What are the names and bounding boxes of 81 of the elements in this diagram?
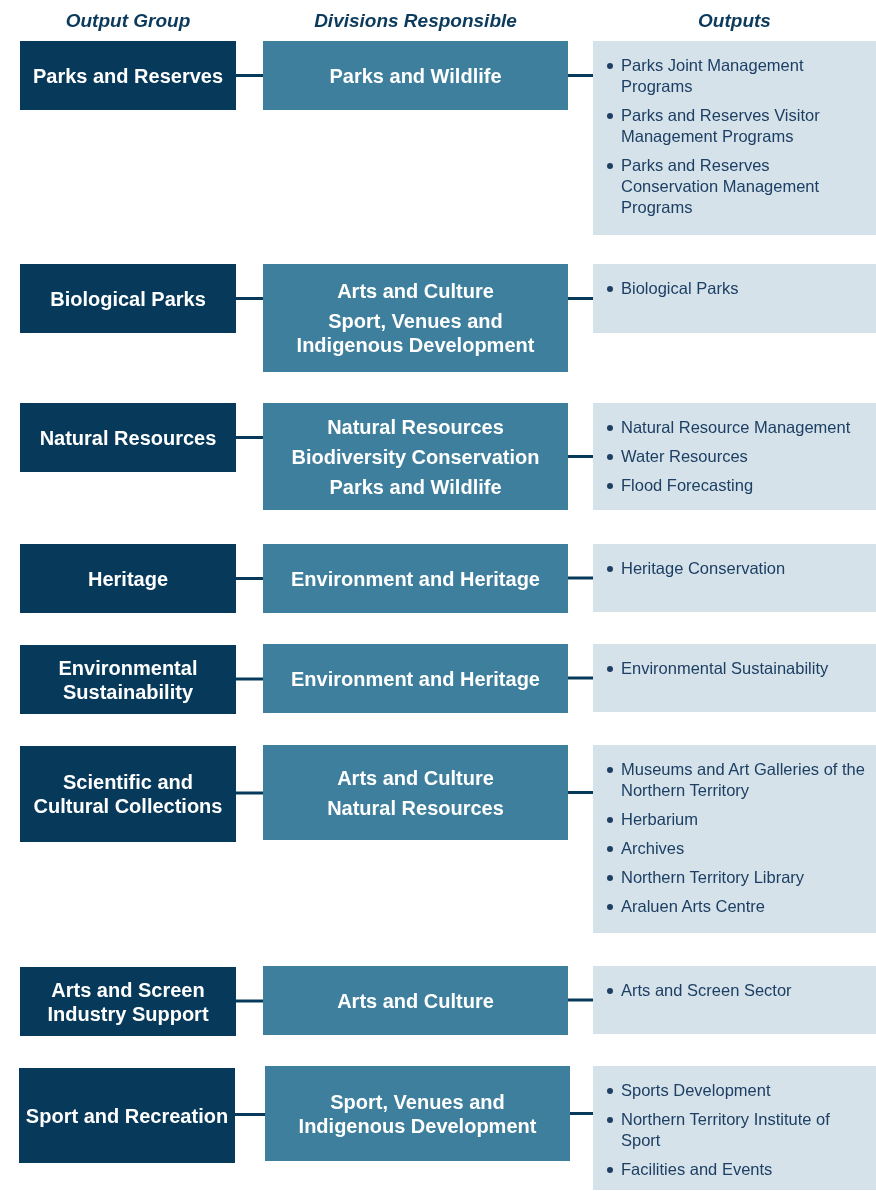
output-item: Museums and Art Galleries of the Northern Territory bbox=[621, 760, 865, 799]
division-name: Sport, Venues and Indigenous Development bbox=[297, 1089, 538, 1138]
connector-line bbox=[568, 998, 593, 1002]
outputs-panel bbox=[593, 644, 876, 712]
division-name: Parks and Wildlife bbox=[329, 474, 502, 499]
output-item: Parks and Reserves Visitor Management Programs bbox=[621, 106, 820, 145]
connector-line bbox=[235, 1113, 265, 1116]
connector-line bbox=[236, 297, 263, 300]
division-name: Environment and Heritage bbox=[291, 566, 540, 591]
output-item: Sports Development bbox=[621, 1081, 771, 1099]
connector-line bbox=[236, 791, 263, 795]
output-group-name: Biological Parks bbox=[50, 286, 206, 311]
output-item: Natural Resource Management bbox=[621, 418, 851, 436]
output-group-name: Sport and Recreation bbox=[25, 1103, 229, 1128]
division-name: Sport, Venues and Indigenous Development bbox=[295, 309, 536, 357]
output-group-name: Scientific and Cultural Collections bbox=[32, 770, 224, 818]
output-item: Herbarium bbox=[621, 810, 699, 828]
output-group-box bbox=[20, 645, 236, 714]
output-group-box bbox=[20, 41, 236, 110]
connector-line bbox=[236, 999, 263, 1003]
connector-line bbox=[568, 297, 593, 300]
outputs-panel bbox=[593, 264, 876, 333]
connector-line bbox=[236, 436, 263, 439]
output-group-box bbox=[20, 746, 236, 842]
connector-line bbox=[568, 576, 593, 580]
division-box bbox=[265, 1066, 570, 1161]
output-group-box bbox=[19, 1068, 235, 1163]
division-name: Arts and Culture bbox=[337, 988, 494, 1013]
output-item: Northern Territory Institute of Sport bbox=[621, 1110, 830, 1149]
division-name: Natural Resources bbox=[327, 414, 504, 439]
output-group-box bbox=[20, 967, 236, 1036]
outputs-panel bbox=[593, 41, 876, 235]
division-box bbox=[263, 403, 568, 510]
division-box bbox=[263, 644, 568, 713]
division-name: Environment and Heritage bbox=[291, 666, 540, 691]
output-group-box bbox=[20, 403, 236, 472]
division-name: Natural Resources bbox=[327, 795, 504, 820]
output-group-name: Natural Resources bbox=[39, 425, 217, 450]
output-item: Flood Forecasting bbox=[621, 476, 754, 494]
division-name: Arts and Culture bbox=[337, 765, 494, 790]
division-box bbox=[263, 41, 568, 110]
connector-line bbox=[568, 791, 593, 794]
division-box bbox=[263, 966, 568, 1035]
division-name: Arts and Culture bbox=[337, 279, 494, 303]
output-group-box bbox=[20, 544, 236, 613]
output-item: Archives bbox=[621, 839, 685, 857]
connector-line bbox=[568, 74, 593, 77]
connector-line bbox=[568, 455, 593, 458]
column-header: Output Group bbox=[64, 10, 192, 32]
column-header: Outputs bbox=[697, 10, 772, 32]
output-group-name: Heritage bbox=[88, 566, 168, 591]
output-group-box bbox=[20, 264, 236, 333]
connector-line bbox=[236, 74, 263, 77]
output-item: Arts and Screen Sector bbox=[621, 981, 792, 999]
output-item: Heritage Conservation bbox=[621, 559, 786, 577]
output-item: Parks Joint Management Programs bbox=[621, 56, 804, 95]
connector-line bbox=[570, 1112, 593, 1115]
connector-line bbox=[236, 677, 263, 681]
output-item: Araluen Arts Centre bbox=[621, 897, 765, 915]
division-box bbox=[263, 264, 568, 372]
output-item: Biological Parks bbox=[621, 279, 739, 297]
output-item: Environmental Sustainability bbox=[621, 659, 829, 677]
outputs-panel bbox=[593, 745, 876, 933]
output-item: Parks and Reserves Conservation Management Programs bbox=[621, 156, 820, 216]
division-box bbox=[263, 544, 568, 613]
outputs-panel bbox=[593, 1066, 876, 1190]
division-name: Biodiversity Conservation bbox=[291, 444, 540, 469]
division-name: Parks and Wildlife bbox=[329, 63, 502, 88]
output-group-name: Environmental Sustainability bbox=[57, 655, 199, 704]
output-item: Facilities and Events bbox=[621, 1160, 773, 1178]
connector-line bbox=[568, 676, 593, 680]
output-group-name: Parks and Reserves bbox=[32, 63, 224, 88]
division-box bbox=[263, 745, 568, 840]
column-header: Divisions Responsible bbox=[313, 10, 518, 32]
output-item: Northern Territory Library bbox=[621, 868, 805, 886]
output-group-name: Arts and Screen Industry Support bbox=[46, 977, 210, 1026]
connector-line bbox=[236, 577, 263, 580]
output-item: Water Resources bbox=[621, 447, 748, 465]
outputs-panel bbox=[593, 544, 876, 612]
outputs-panel bbox=[593, 966, 876, 1034]
outputs-panel bbox=[593, 403, 876, 510]
